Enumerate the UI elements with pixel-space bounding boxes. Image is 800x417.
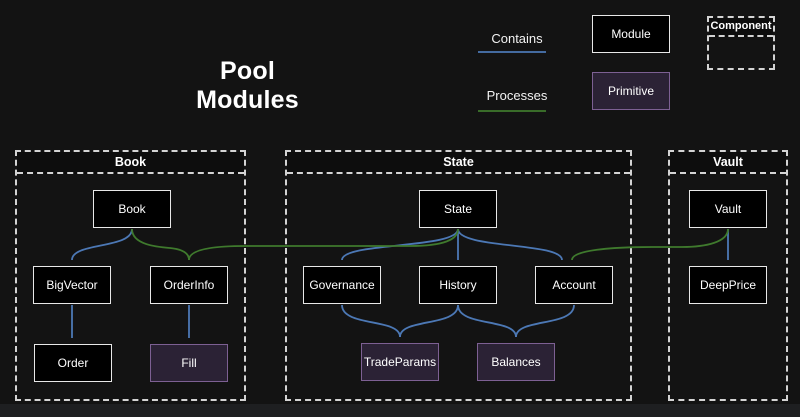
bottom-strip [0, 404, 800, 417]
node-fill: Fill [150, 344, 228, 382]
container-vault: Vault [668, 150, 788, 401]
node-state: State [419, 190, 497, 228]
node-tradeparams: TradeParams [361, 343, 439, 381]
node-governance: Governance [303, 266, 381, 304]
node-deepprice: DeepPrice [689, 266, 767, 304]
legend-processes-label: Processes [486, 88, 548, 103]
container-state-header: State [287, 152, 630, 174]
node-book: Book [93, 190, 171, 228]
container-book: Book [15, 150, 246, 401]
node-account: Account [535, 266, 613, 304]
node-order: Order [34, 344, 112, 382]
node-balances: Balances [477, 343, 555, 381]
container-vault-header: Vault [670, 152, 786, 174]
legend-component-box: Component [707, 16, 775, 70]
legend-module-box: Module [592, 15, 670, 53]
page-title: Pool Modules [196, 57, 299, 114]
node-orderinfo: OrderInfo [150, 266, 228, 304]
node-bigvector: BigVector [33, 266, 111, 304]
legend-component-label: Component [709, 18, 773, 37]
legend-primitive-box: Primitive [592, 72, 670, 110]
container-book-header: Book [17, 152, 244, 174]
legend-contains-label: Contains [491, 31, 543, 46]
node-vault: Vault [689, 190, 767, 228]
node-history: History [419, 266, 497, 304]
container-state: State [285, 150, 632, 401]
